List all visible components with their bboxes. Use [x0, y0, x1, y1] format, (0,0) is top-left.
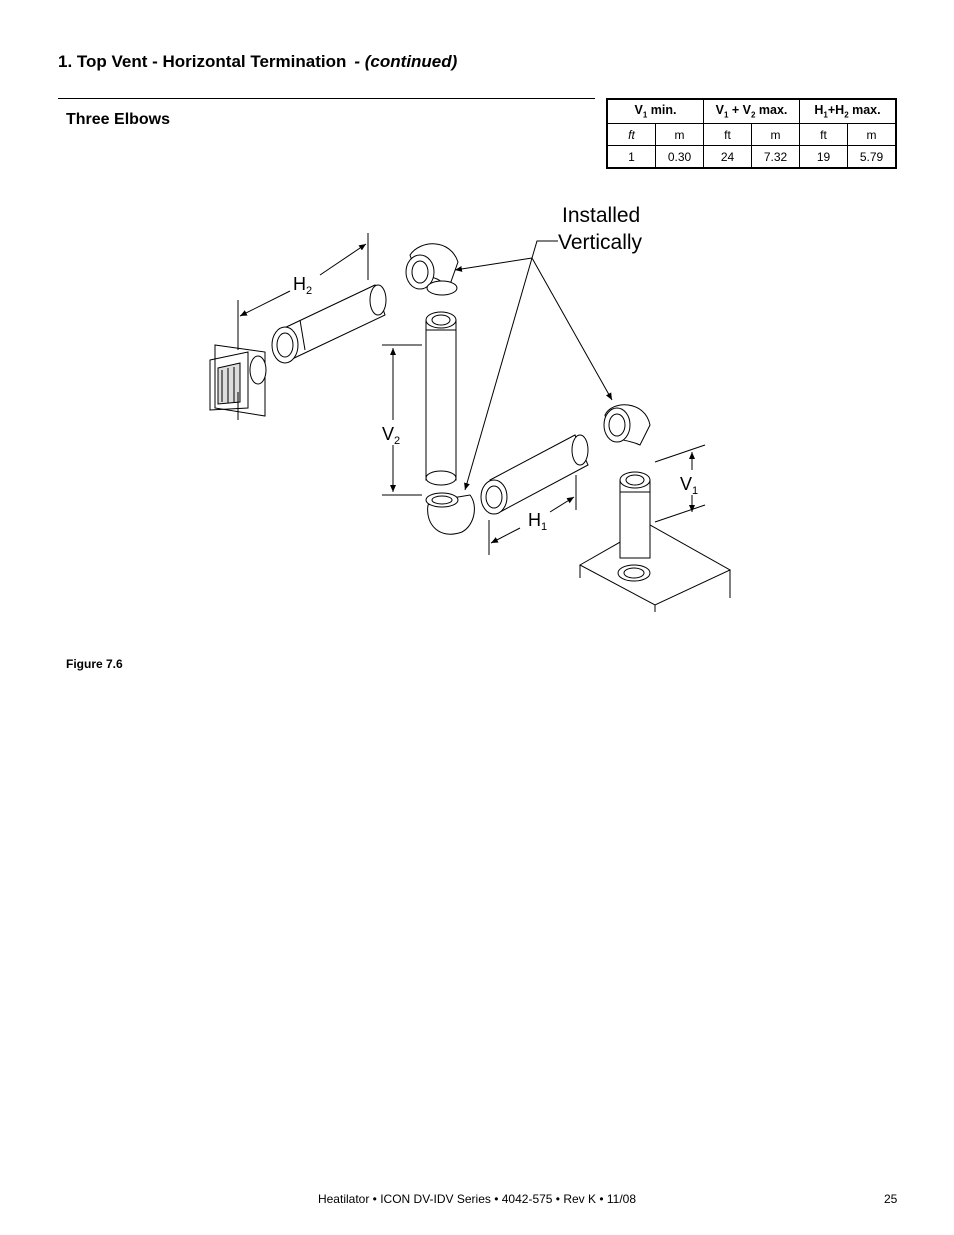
value-cell: 24: [703, 145, 752, 169]
callout-line2: Vertically: [558, 231, 643, 254]
footer-text: Heatilator • ICON DV-IDV Series • 4042-5…: [317, 1192, 637, 1206]
section-title-text: 1. Top Vent - Horizontal Termination: [58, 52, 347, 71]
pipe-v1: [619, 471, 651, 559]
value-cell: 5.79: [847, 145, 897, 169]
col-header-v1-min: V1 min.: [606, 98, 704, 124]
vent-diagram: H2 V2 H1: [209, 204, 732, 612]
termination-cap: [209, 344, 267, 420]
col-header-h1h2-max: H1+H2 max.: [799, 98, 897, 124]
label-v1: V1: [680, 474, 698, 497]
unit-cell: ft: [703, 123, 752, 146]
label-h1: H1: [528, 510, 547, 533]
dimension-h2: [237, 233, 369, 350]
table-units-row: ft m ft m ft m: [606, 123, 897, 146]
continued-label: - (continued): [354, 52, 458, 71]
elbow-right: [603, 404, 651, 446]
pipe-v2: [425, 311, 457, 486]
fireplace-top: [578, 524, 732, 612]
unit-cell: ft: [606, 123, 656, 146]
pipe-h2: [271, 284, 387, 364]
table-header-row: V1 min. V1 + V2 max. H1+H2 max.: [606, 98, 897, 124]
page-number: 25: [884, 1192, 898, 1206]
unit-cell: m: [655, 123, 704, 146]
figure-caption: Figure 7.6: [66, 657, 123, 671]
section-divider: [58, 98, 595, 99]
section-title: 1. Top Vent - Horizontal Termination - (c…: [58, 52, 457, 72]
pipe-h1: [480, 434, 589, 515]
value-cell: 7.32: [751, 145, 800, 169]
table-values-row: 1 0.30 24 7.32 19 5.79: [606, 145, 897, 169]
value-cell: 19: [799, 145, 848, 169]
subsection-title: Three Elbows: [66, 111, 171, 128]
callout-line1: Installed: [562, 204, 640, 227]
vent-spec-table: V1 min. V1 + V2 max. H1+H2 max. ft m ft …: [606, 98, 897, 169]
dimension-v2: [382, 344, 422, 496]
dimension-v1: [654, 444, 706, 523]
label-h2: H2: [293, 274, 312, 297]
unit-cell: m: [847, 123, 897, 146]
dimension-h1: [488, 475, 577, 555]
callout-leaders: [454, 240, 613, 491]
label-v2: V2: [382, 424, 400, 447]
elbow-middle: [425, 492, 475, 535]
unit-cell: ft: [799, 123, 848, 146]
col-header-v1v2-max: V1 + V2 max.: [703, 98, 800, 124]
elbow-top: [405, 243, 459, 296]
value-cell: 1: [606, 145, 656, 169]
value-cell: 0.30: [655, 145, 704, 169]
unit-cell: m: [751, 123, 800, 146]
